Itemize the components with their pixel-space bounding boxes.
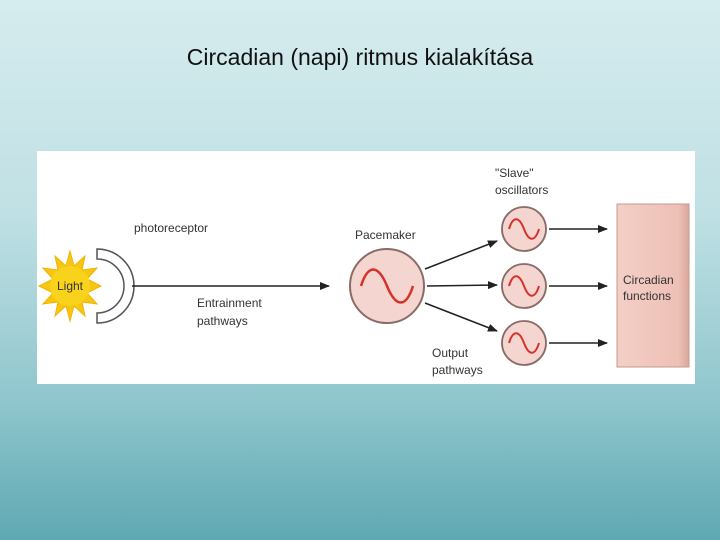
entrainment-label-line1: Entrainment (197, 296, 262, 310)
output-arrow-middle (426, 281, 498, 290)
slave-oscillators-label-line2: oscillators (495, 183, 548, 197)
circadian-diagram: Light photoreceptor Entrainment pathways… (37, 166, 690, 377)
slave-oscillator (501, 206, 547, 252)
output-arrow-top (424, 240, 498, 270)
slave-wave-icon (508, 275, 540, 297)
entrainment-label-line2: pathways (197, 314, 248, 328)
circadian-functions-label-line2: functions (623, 289, 671, 303)
slave-oscillator (501, 320, 547, 366)
light-label: Light (57, 279, 84, 293)
output-pathways-label-line1: Output (432, 346, 469, 360)
photoreceptor-shape (96, 248, 135, 324)
slave-oscillators-label-line1: "Slave" (495, 166, 534, 180)
slave-wave-icon (508, 332, 540, 354)
slave-oscillator (501, 263, 547, 309)
pacemaker-wave-icon (359, 268, 415, 304)
output-arrow-bottom (424, 302, 498, 332)
pacemaker-label: Pacemaker (355, 228, 416, 242)
slide-title: Circadian (napi) ritmus kialakítása (186, 44, 534, 70)
circadian-functions-box (616, 203, 690, 368)
pacemaker-oscillator (349, 248, 425, 324)
photoreceptor-label: photoreceptor (134, 221, 208, 235)
slave-wave-icon (508, 218, 540, 240)
circadian-functions-label-line1: Circadian (623, 273, 674, 287)
output-pathways-label-line2: pathways (432, 363, 483, 377)
sun-icon (37, 249, 103, 323)
diagram-panel: Light photoreceptor Entrainment pathways… (37, 151, 695, 384)
